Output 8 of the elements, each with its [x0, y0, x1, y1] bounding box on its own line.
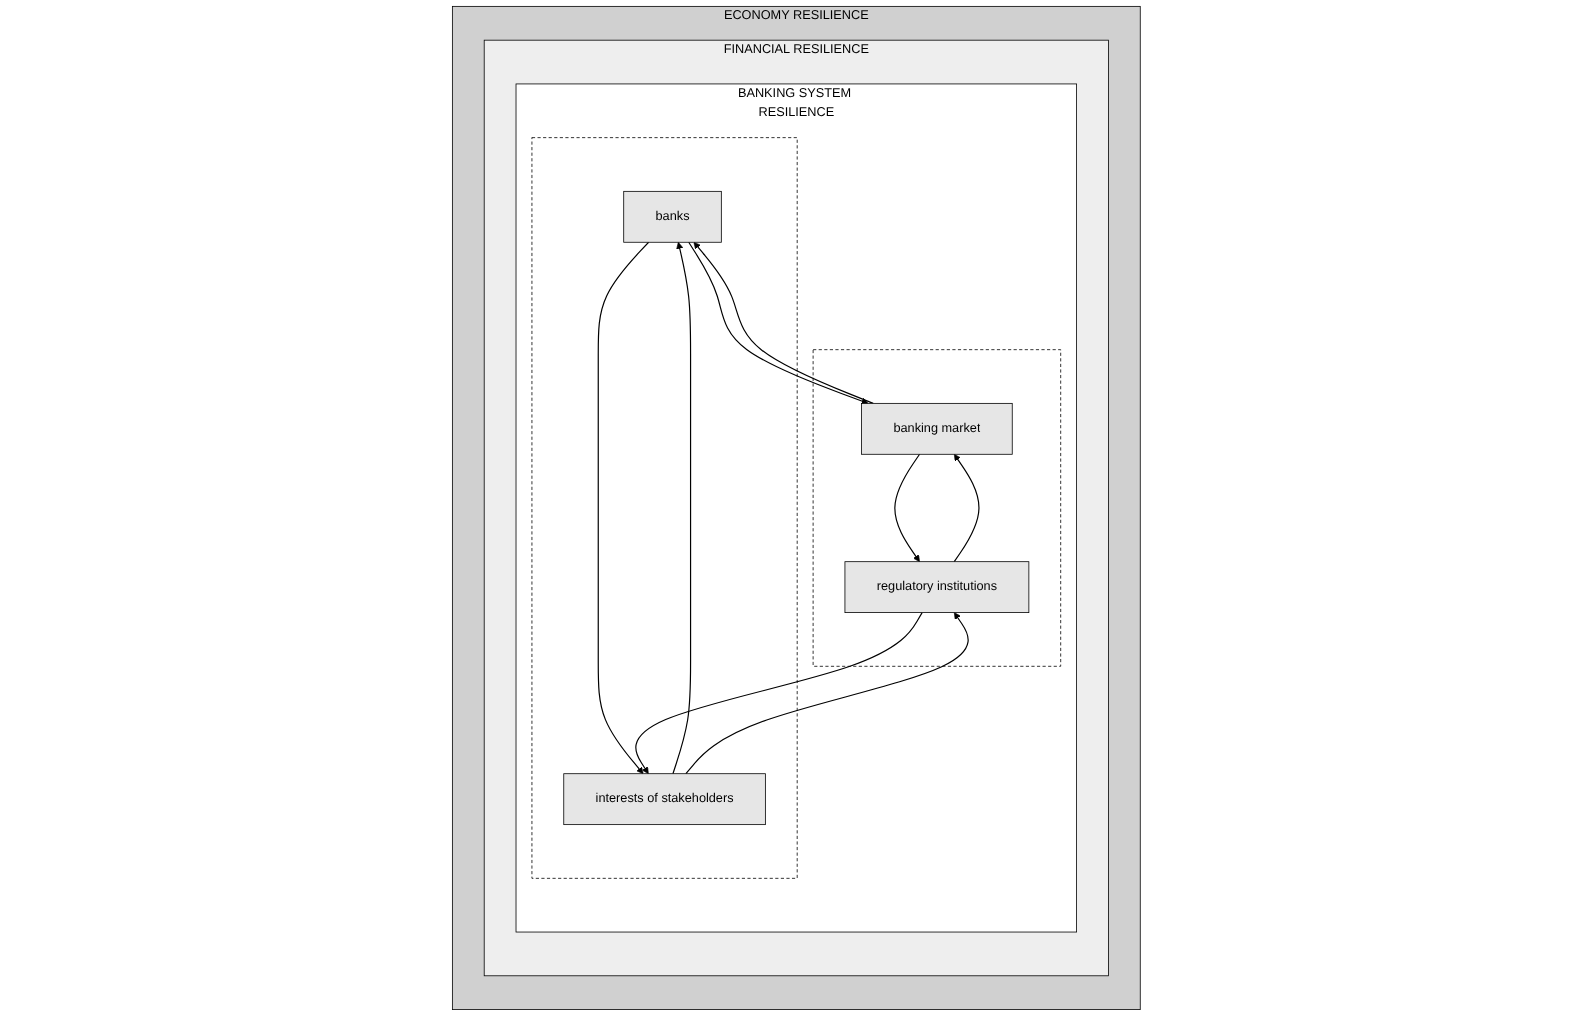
arrow	[685, 612, 969, 775]
cluster	[812, 349, 1061, 667]
arrow	[634, 612, 923, 775]
arrow	[672, 241, 691, 775]
arrow	[893, 453, 920, 562]
arrow	[953, 453, 980, 563]
arrow	[597, 241, 649, 775]
cluster	[531, 137, 798, 879]
